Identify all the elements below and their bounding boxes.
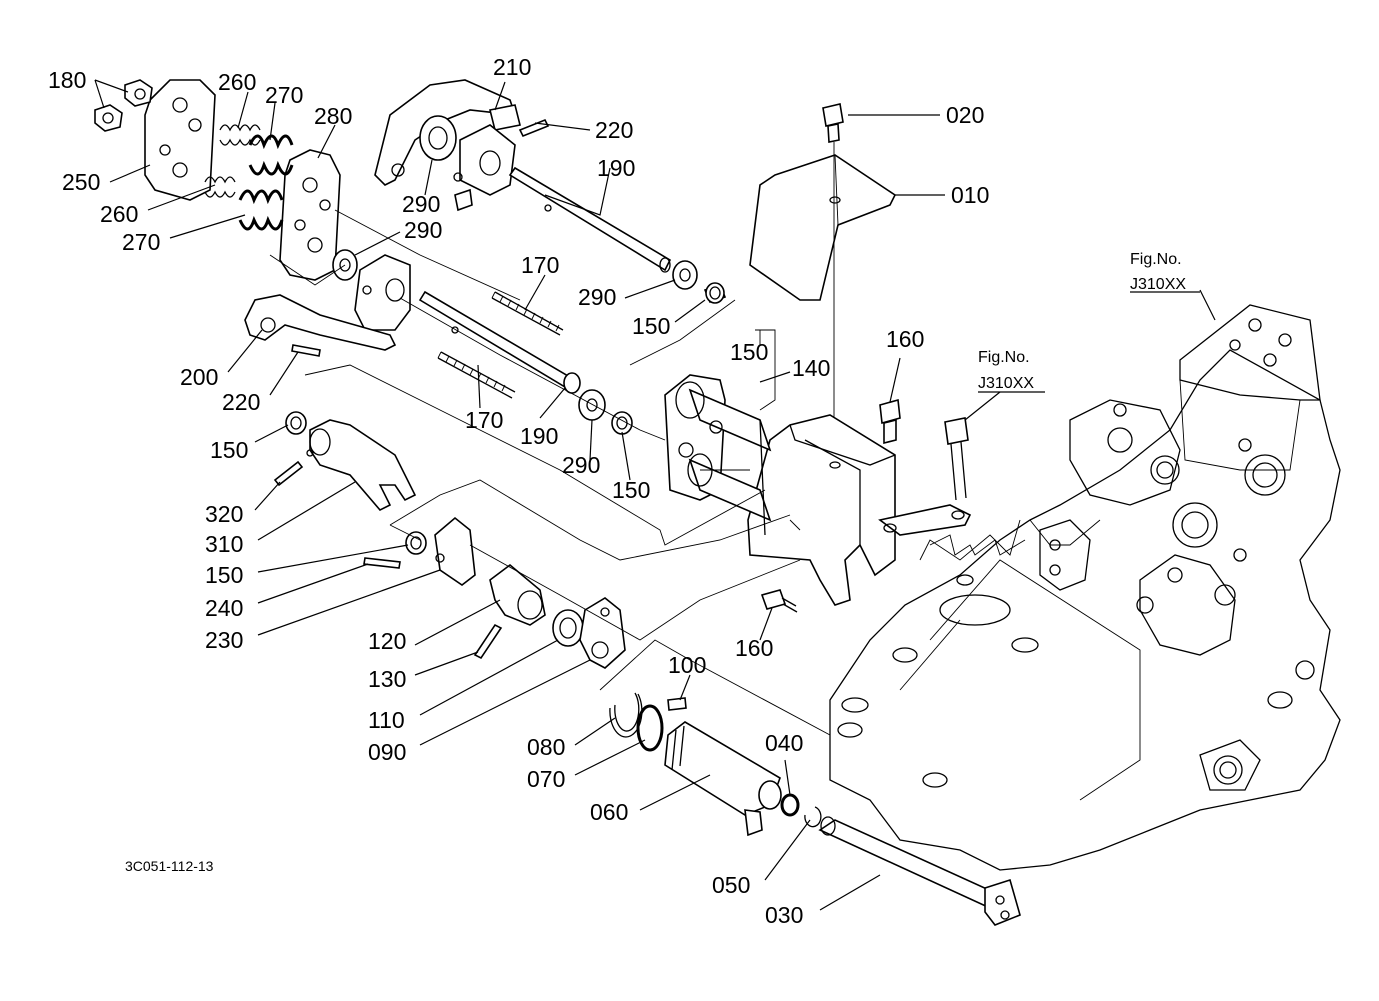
- spring-set: [204, 124, 294, 231]
- label-110: 110: [368, 707, 405, 733]
- label-170: 170: [521, 252, 559, 278]
- long-bolt-fig: [944, 417, 969, 501]
- bolt-160-lower: [760, 589, 798, 613]
- figure-references: Fig.No. J310XX Fig.No. J310XX: [978, 251, 1186, 392]
- fork-310: [306, 419, 417, 511]
- collar-120: [489, 563, 546, 626]
- shaft-190-upper: [508, 166, 672, 273]
- label-030: 030: [765, 902, 803, 928]
- label-100: 100: [668, 652, 706, 678]
- pin-220-top: [518, 118, 550, 138]
- hydraulic-housing: [829, 304, 1341, 871]
- label-150e: 150: [205, 562, 243, 588]
- pin-220-lower: [291, 344, 321, 357]
- bolt-160-upper: [879, 398, 901, 445]
- label-130: 130: [368, 666, 406, 692]
- cam-lever-lower: [354, 254, 411, 331]
- washer-290-lower: [578, 389, 606, 421]
- label-020: 020: [946, 102, 984, 128]
- shaft-030: [818, 816, 1021, 926]
- clip-050: [804, 806, 822, 828]
- cover-plate: [749, 154, 897, 301]
- label-310: 310: [205, 531, 243, 557]
- label-260: 260: [218, 69, 256, 95]
- label-060: 060: [590, 799, 628, 825]
- label-080: 080: [527, 734, 565, 760]
- shaft-190-lower: [418, 290, 581, 394]
- label-200: 200: [180, 364, 218, 390]
- plate-250: [144, 79, 216, 201]
- label-290b: 290: [404, 217, 442, 243]
- o-ring-040: [780, 793, 800, 817]
- assembly-guides: [269, 209, 1026, 736]
- snap-ring-080: [609, 692, 643, 738]
- fig-ref-number-1: J310XX: [1130, 276, 1186, 293]
- arm-210: [374, 79, 521, 186]
- label-250: 250: [62, 169, 100, 195]
- collar-150-upper: [703, 282, 727, 304]
- label-290d: 290: [562, 452, 600, 478]
- label-160: 160: [886, 326, 924, 352]
- pin-320: [273, 460, 304, 487]
- label-220b: 220: [222, 389, 260, 415]
- collar-150-left: [285, 411, 307, 435]
- label-320: 320: [205, 501, 243, 527]
- label-220: 220: [595, 117, 633, 143]
- fig-ref-number-2: J310XX: [978, 375, 1034, 392]
- label-040: 040: [765, 730, 803, 756]
- rod-170-lower: [437, 351, 516, 399]
- washer-290-upper: [672, 260, 698, 290]
- label-190b: 190: [520, 423, 558, 449]
- arm-200: [244, 294, 397, 351]
- leader-lines: [94, 79, 1216, 911]
- label-180: 180: [48, 67, 86, 93]
- label-070: 070: [527, 766, 565, 792]
- label-170b: 170: [465, 407, 503, 433]
- label-010: 010: [951, 182, 989, 208]
- drawing-code: 3C051-112-13: [125, 858, 214, 874]
- bracket: [747, 414, 972, 606]
- part-labels: 180 260 270 280 210 220 020 250 260 270 …: [48, 54, 989, 928]
- label-230: 230: [205, 627, 243, 653]
- label-140: 140: [792, 355, 830, 381]
- label-290c: 290: [578, 284, 616, 310]
- rod-170-upper: [491, 291, 564, 336]
- pin-130: [473, 623, 503, 660]
- label-120: 120: [368, 628, 406, 654]
- fig-ref-title-1: Fig.No.: [1130, 251, 1182, 268]
- cam-lever-upper: [453, 124, 516, 212]
- label-150c: 150: [612, 477, 650, 503]
- label-150d: 150: [210, 437, 248, 463]
- label-210: 210: [493, 54, 531, 80]
- label-150b: 150: [730, 339, 768, 365]
- label-150: 150: [632, 313, 670, 339]
- label-090: 090: [368, 739, 406, 765]
- label-270: 270: [265, 82, 303, 108]
- label-290: 290: [402, 191, 440, 217]
- o-ring-070: [636, 704, 664, 752]
- collar-150-small: [405, 531, 427, 555]
- shaft-assembly: [664, 374, 801, 536]
- label-050: 050: [712, 872, 750, 898]
- label-280: 280: [314, 103, 352, 129]
- plate-090: [579, 597, 626, 669]
- label-240: 240: [205, 595, 243, 621]
- collar-150-lower: [611, 411, 633, 435]
- nut-180: [94, 79, 153, 132]
- sleeve-060: [664, 721, 782, 837]
- pin-100: [667, 697, 687, 711]
- label-270b: 270: [122, 229, 160, 255]
- pin-240: [363, 557, 401, 569]
- label-160b: 160: [735, 635, 773, 661]
- label-260b: 260: [100, 201, 138, 227]
- plate-280: [279, 149, 341, 281]
- fig-ref-title-2: Fig.No.: [978, 349, 1030, 366]
- washer-110: [552, 609, 584, 647]
- arm-230: [434, 516, 476, 586]
- bolt-020: [822, 103, 844, 470]
- label-190: 190: [597, 155, 635, 181]
